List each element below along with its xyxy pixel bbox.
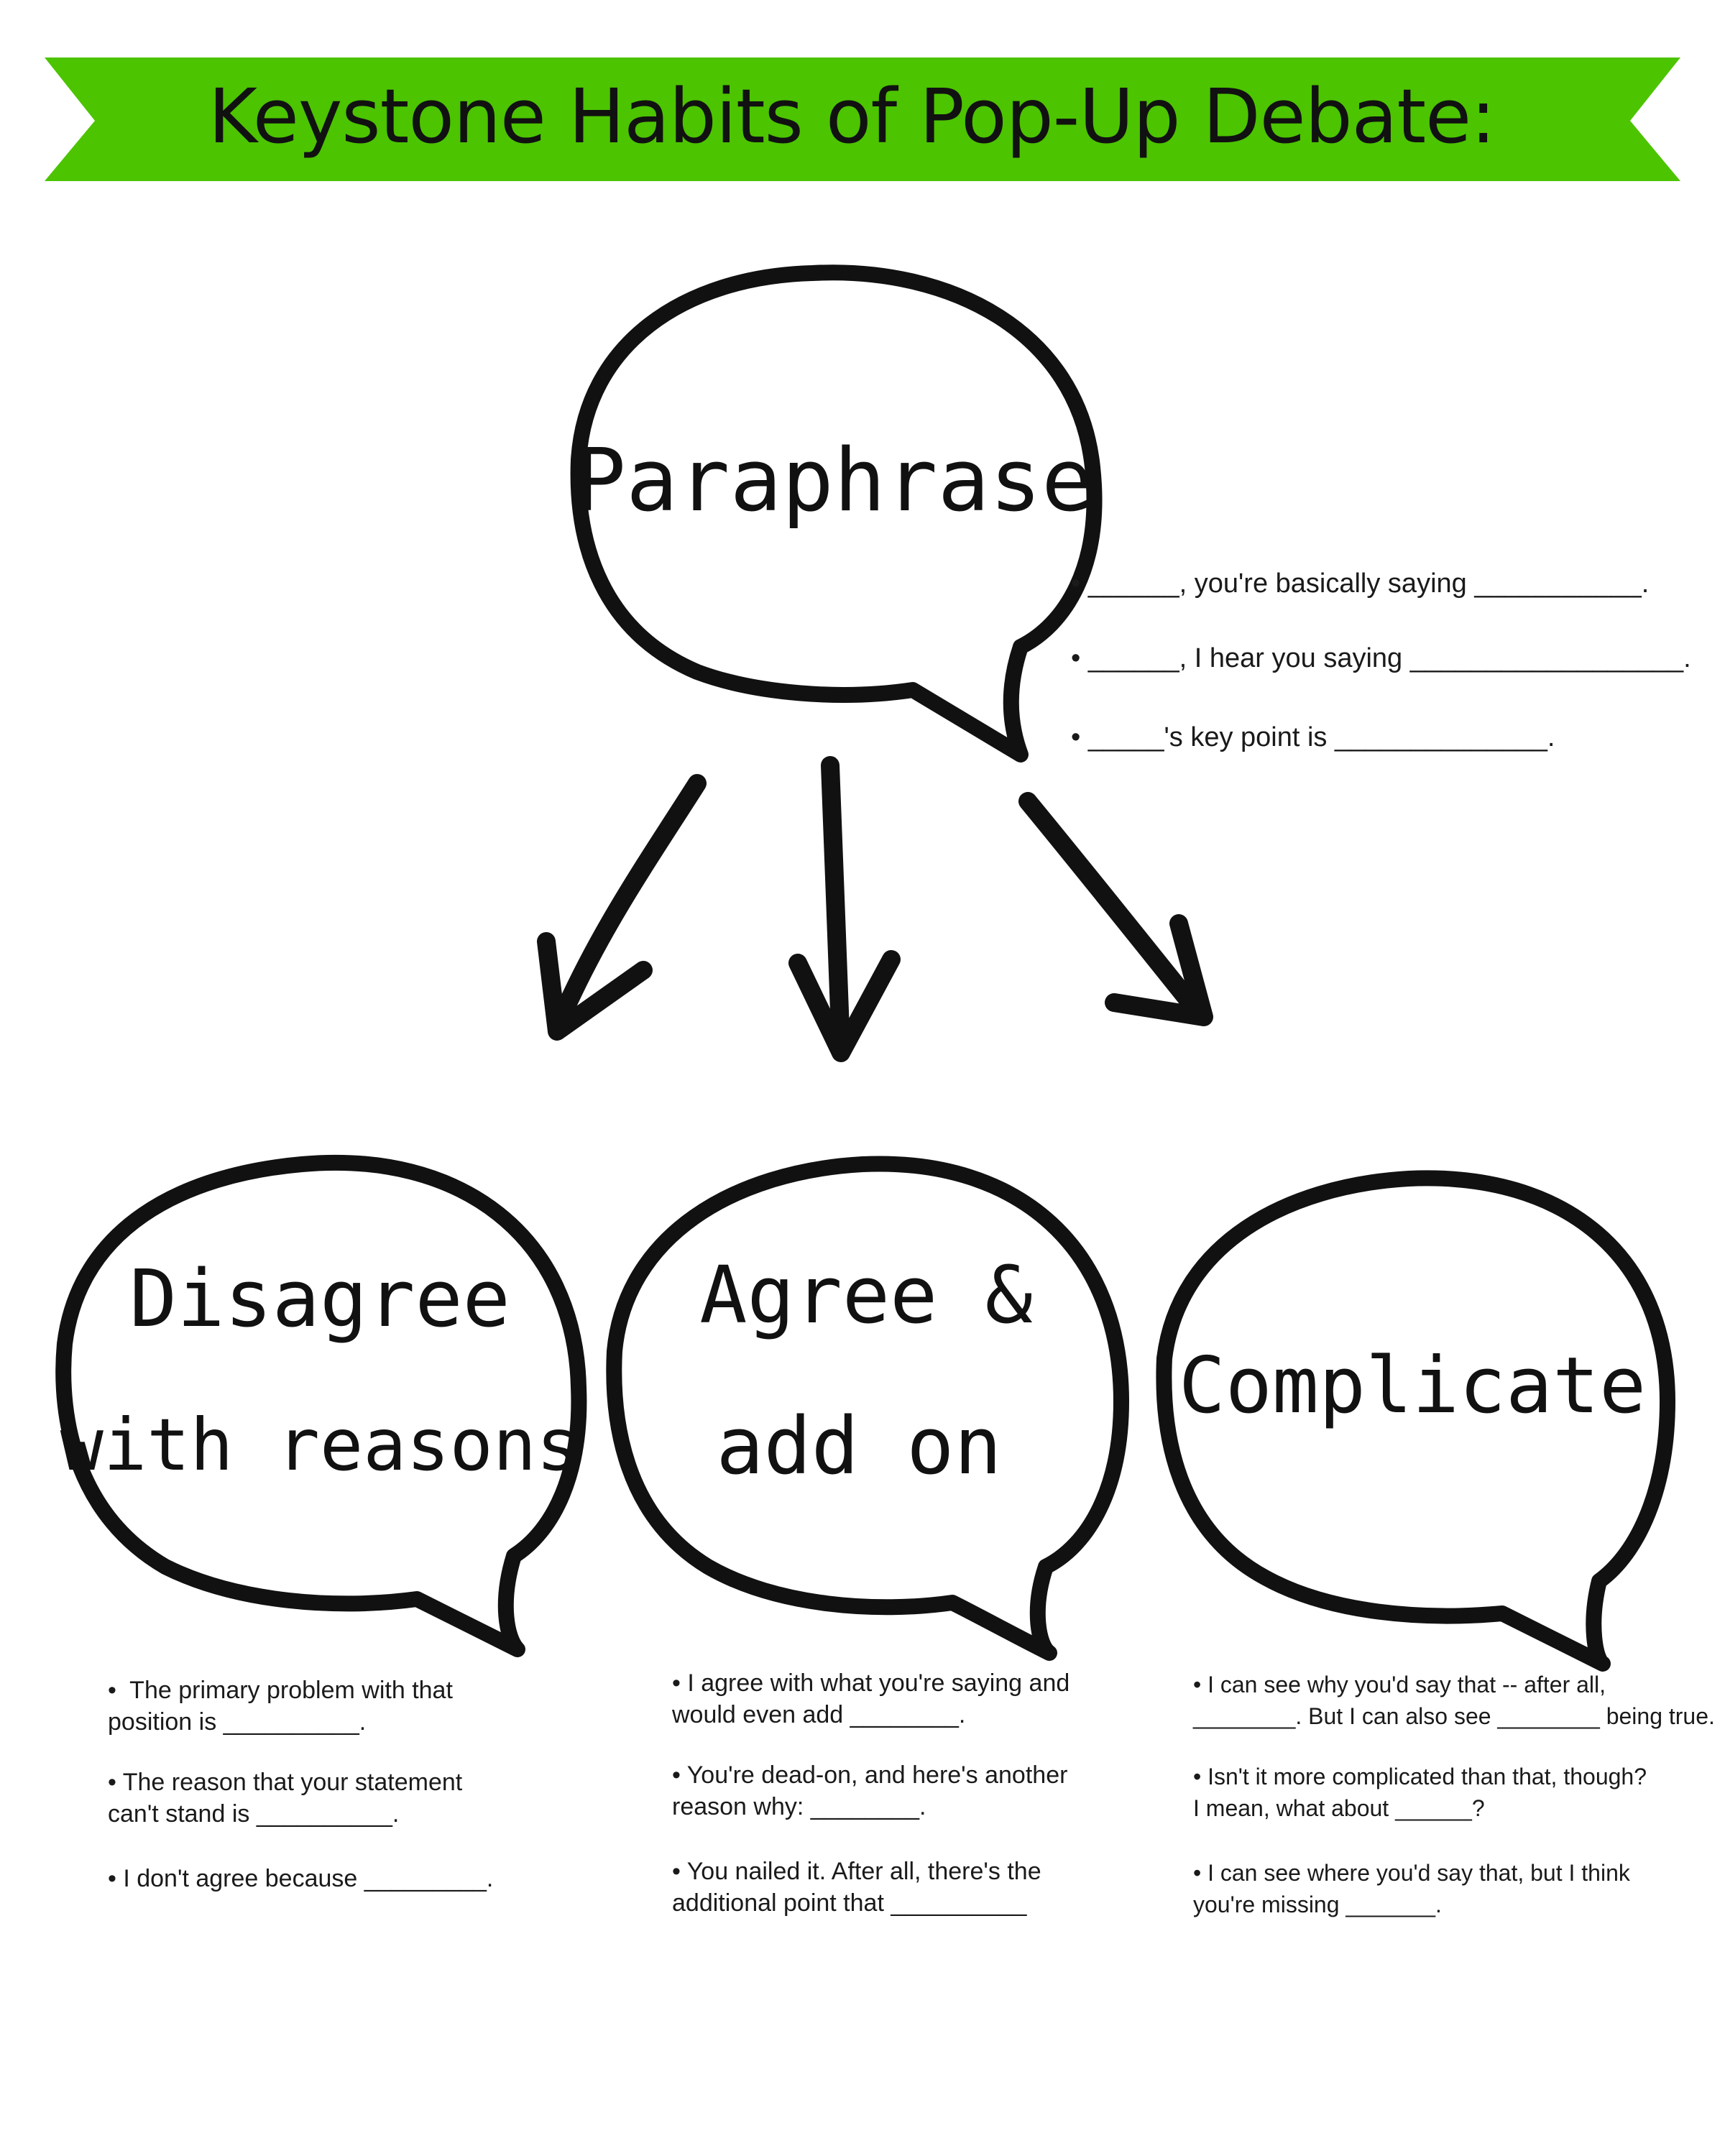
paraphrase-bubble xyxy=(570,264,1103,763)
paraphrase-phrases: • ______, you're basically saying ______… xyxy=(1071,568,1718,753)
complicate-phrase: • Isn't it more complicated than that, t… xyxy=(1193,1764,1647,1821)
agree-label-line1: Agree & xyxy=(699,1249,1033,1341)
paraphrase-phrase: • _____'s key point is ______________. xyxy=(1071,722,1555,752)
complicate-label: Complicate xyxy=(1179,1341,1646,1431)
banner-title: Keystone Habits of Pop-Up Debate: xyxy=(208,73,1495,160)
arrow-right xyxy=(1018,792,1213,1026)
agree-phrases: • I agree with what you're saying and wo… xyxy=(672,1667,1118,1919)
paraphrase-phrase: • ______, I hear you saying ____________… xyxy=(1071,643,1691,673)
agree-bubble xyxy=(606,1156,1129,1661)
disagree-phrase: • The reason that your statement can't s… xyxy=(108,1769,463,1828)
disagree-label-line1: Disagree xyxy=(129,1253,510,1345)
agree-phrase: • I agree with what you're saying and wo… xyxy=(672,1669,1070,1728)
agree-phrase: • You nailed it. After all, there's the … xyxy=(672,1858,1041,1917)
complicate-phrases: • I can see why you'd say that -- after … xyxy=(1193,1669,1718,1920)
paraphrase-label: Paraphrase xyxy=(574,431,1093,531)
arrow-center xyxy=(788,756,901,1062)
disagree-bubble xyxy=(55,1154,587,1657)
disagree-phrase: • The primary problem with that position… xyxy=(108,1677,453,1736)
complicate-phrase: • I can see why you'd say that -- after … xyxy=(1193,1672,1715,1729)
agree-label-line2: add on xyxy=(716,1400,1001,1492)
paraphrase-phrase: • ______, you're basically saying ______… xyxy=(1071,568,1650,599)
complicate-bubble xyxy=(1156,1170,1675,1672)
arrow-left xyxy=(537,774,707,1041)
agree-phrase: • You're dead-on, and here's another rea… xyxy=(672,1761,1068,1820)
disagree-label-line2: with reasons xyxy=(60,1403,579,1487)
title-banner xyxy=(45,57,1680,181)
disagree-phrase: • I don't agree because _________. xyxy=(108,1865,494,1892)
complicate-phrase: • I can see where you'd say that, but I … xyxy=(1193,1860,1630,1917)
disagree-phrases: • The primary problem with that position… xyxy=(108,1674,510,1894)
